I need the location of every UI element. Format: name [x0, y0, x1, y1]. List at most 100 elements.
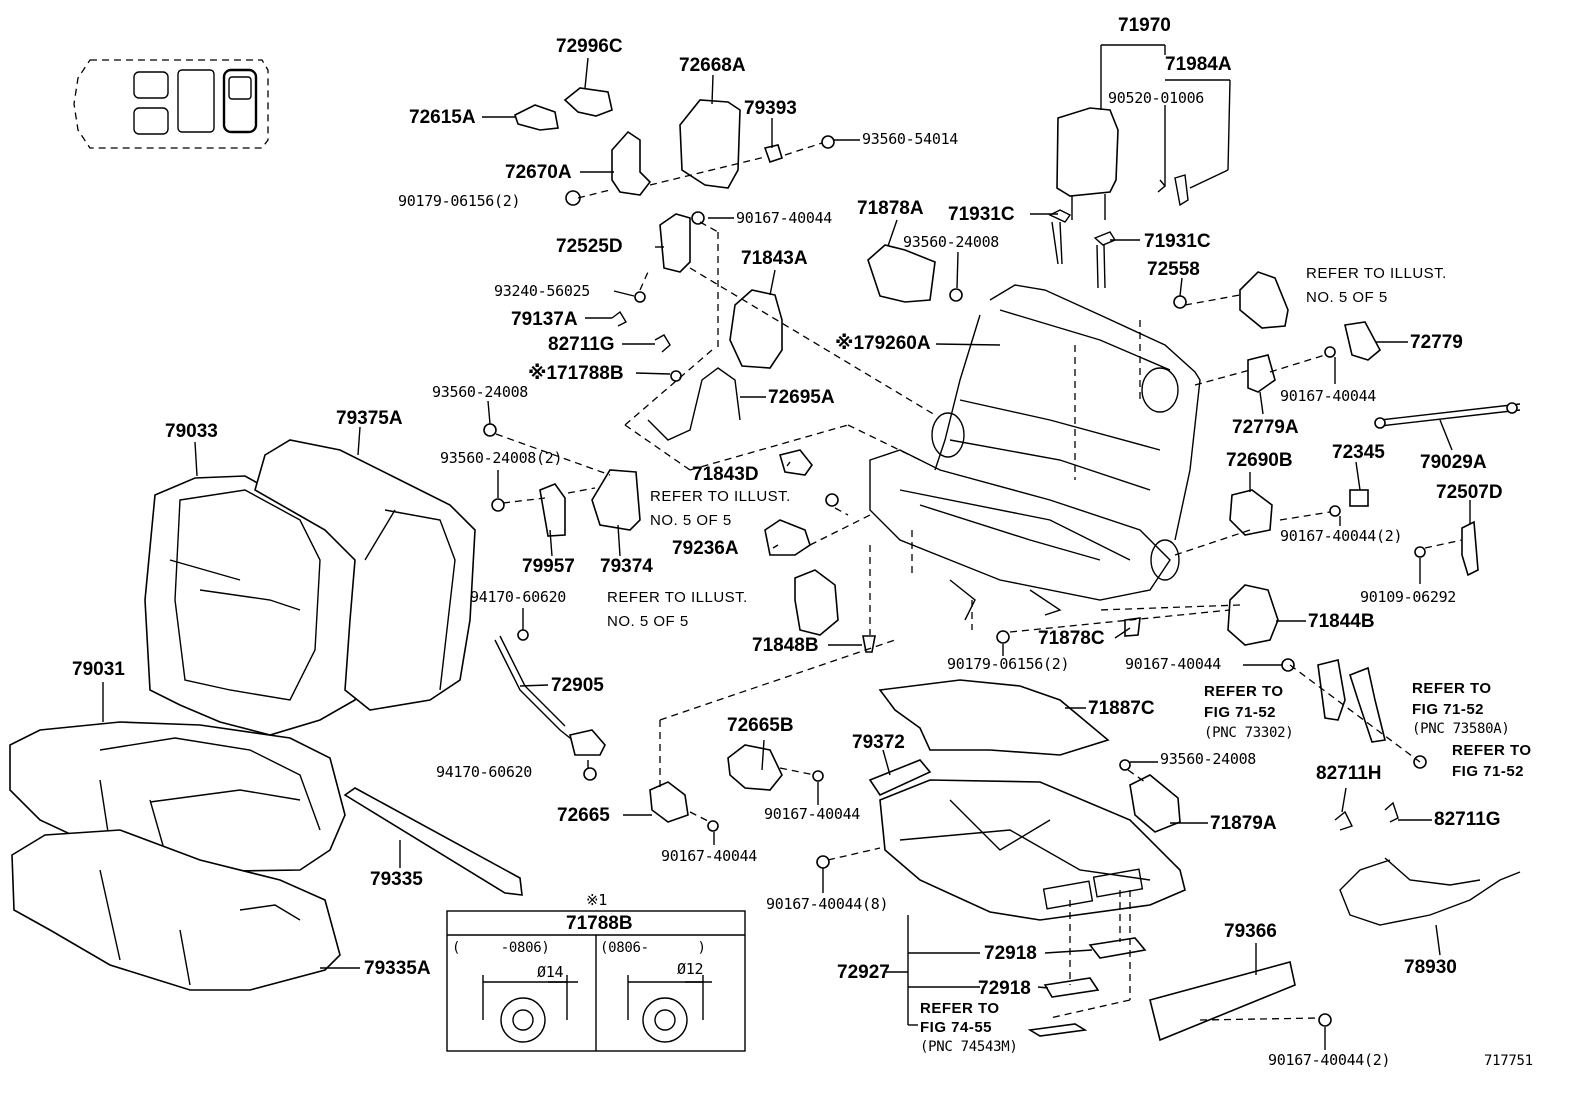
label-90167-40044-e: 90167-40044 [661, 847, 758, 865]
part-72918-b [1043, 977, 1100, 998]
nut-94170-a [517, 629, 529, 641]
note-fig7455-3: (PNC 74543M) [920, 1039, 1018, 1055]
label-71843D: 71843D [692, 464, 759, 485]
label-93240-56025: 93240-56025 [494, 282, 591, 300]
label-71931C-a: 71931C [948, 204, 1015, 225]
label-72918-b: 72918 [978, 978, 1031, 999]
seat-position-icon [73, 59, 269, 149]
label-71931C-b: 71931C [1144, 231, 1211, 252]
label-72996C: 72996C [556, 36, 623, 57]
part-72690B [1229, 489, 1273, 536]
seat-cushion-lower [11, 829, 341, 991]
note-refer-c-2: NO. 5 OF 5 [607, 613, 689, 630]
part-72665B [727, 744, 783, 791]
cable-78930 [1339, 859, 1521, 926]
note-refer-c-1: REFER TO ILLUST. [607, 589, 748, 606]
label-90179-06156-2a: 90179-06156(2) [398, 192, 521, 210]
part-72525D [659, 213, 691, 273]
note-fig7152-c-2: FIG 71-52 [1452, 763, 1525, 780]
bolt-90109 [1414, 546, 1426, 558]
note-fig7455-2: FIG 74-55 [920, 1019, 993, 1036]
part-refer-5of5-a [1239, 271, 1289, 329]
plate-71887C [878, 679, 1110, 756]
label-71843A: 71843A [741, 248, 808, 269]
label-72927: 72927 [837, 962, 890, 983]
bolt-90167-d [1281, 658, 1295, 672]
seat-back-side [254, 439, 476, 711]
label-72558: 72558 [1147, 259, 1200, 280]
bolt-90167-e [812, 770, 824, 782]
bolt-93560-c [491, 498, 505, 512]
label-71887C: 71887C [1088, 698, 1155, 719]
part-71879A [1129, 774, 1181, 833]
label-79393: 79393 [744, 98, 797, 119]
label-93560-24008-2: 93560-24008(2) [440, 449, 563, 467]
part-79374 [591, 469, 641, 531]
clip-79137A [611, 310, 627, 327]
note-refer-b-2: NO. 5 OF 5 [650, 512, 732, 529]
clip-82711G [654, 334, 671, 353]
label-72507D: 72507D [1436, 482, 1503, 503]
clip-71788B [670, 370, 682, 382]
nut-90179 [565, 190, 581, 206]
part-72345 [1349, 489, 1369, 507]
note-fig7152-b-2: FIG 71-52 [1412, 701, 1485, 718]
label-94170-60620-a: 94170-60620 [470, 588, 567, 606]
label-72670A: 72670A [505, 162, 572, 183]
label-79375A: 79375A [336, 408, 403, 429]
label-79335A: 79335A [364, 958, 431, 979]
bolt-93560-b [483, 423, 497, 437]
label-179260A: ※179260A [835, 333, 931, 354]
nut-94170-b [583, 767, 597, 781]
inset-left-dia: Ø14 [537, 963, 564, 981]
label-71984A: 71984A [1165, 54, 1232, 75]
part-refer-5of5-c [794, 569, 839, 636]
label-79366: 79366 [1224, 921, 1277, 942]
part-72665 [649, 781, 689, 823]
label-72345: 72345 [1332, 442, 1385, 463]
label-90167-40044-2a: 90167-40044(2) [1280, 527, 1403, 545]
bolt-90167-f [707, 820, 719, 832]
note-fig7152-a-2: FIG 71-52 [1204, 704, 1277, 721]
seat-frame [869, 284, 1201, 621]
bolt-93560-d [1119, 759, 1131, 771]
label-82711G-b: 82711G [1434, 809, 1501, 830]
inset-right-range: (0806- ) [600, 940, 706, 956]
inset-part: 71788B [566, 913, 633, 934]
part-72918-a [1088, 937, 1147, 959]
note-refer-a-2: NO. 5 OF 5 [1306, 289, 1388, 306]
part-72668A [679, 99, 741, 189]
label-90167-40044-a: 90167-40044 [736, 209, 833, 227]
note-refer-b-1: REFER TO ILLUST. [650, 488, 791, 505]
bolt-90167-2b [1318, 1013, 1332, 1027]
label-79033: 79033 [165, 421, 218, 442]
part-71848B [862, 635, 876, 653]
part-refer-fig7455 [1027, 1023, 1088, 1037]
label-79335: 79335 [370, 869, 423, 890]
cover-71843A [729, 289, 783, 369]
label-82711G-a: 82711G [548, 334, 615, 355]
label-90520-01006: 90520-01006 [1108, 89, 1205, 107]
leader-lines [102, 44, 1471, 1050]
label-71844B: 71844B [1308, 611, 1375, 632]
label-71970: 71970 [1118, 15, 1171, 36]
part-79393 [763, 144, 783, 164]
bolt-90167-b [1324, 346, 1336, 358]
cover-71844B [1227, 584, 1279, 646]
part-79957 [539, 483, 566, 537]
bolt-refer [825, 493, 839, 507]
label-72668A: 72668A [679, 55, 746, 76]
label-72918-a: 72918 [984, 943, 1037, 964]
note-fig7455-1: REFER TO [920, 1000, 1000, 1017]
label-90109-06292: 90109-06292 [1360, 588, 1457, 606]
label-90167-40044-2b: 90167-40044(2) [1268, 1051, 1391, 1069]
label-78930: 78930 [1404, 957, 1457, 978]
belt-73302 [1317, 659, 1346, 721]
part-72615A [514, 104, 559, 131]
label-79137A: 79137A [511, 309, 578, 330]
tray-72927 [879, 779, 1186, 921]
label-72665B: 72665B [727, 715, 794, 736]
label-71879A: 71879A [1210, 813, 1277, 834]
stay-79029A [1379, 403, 1521, 427]
